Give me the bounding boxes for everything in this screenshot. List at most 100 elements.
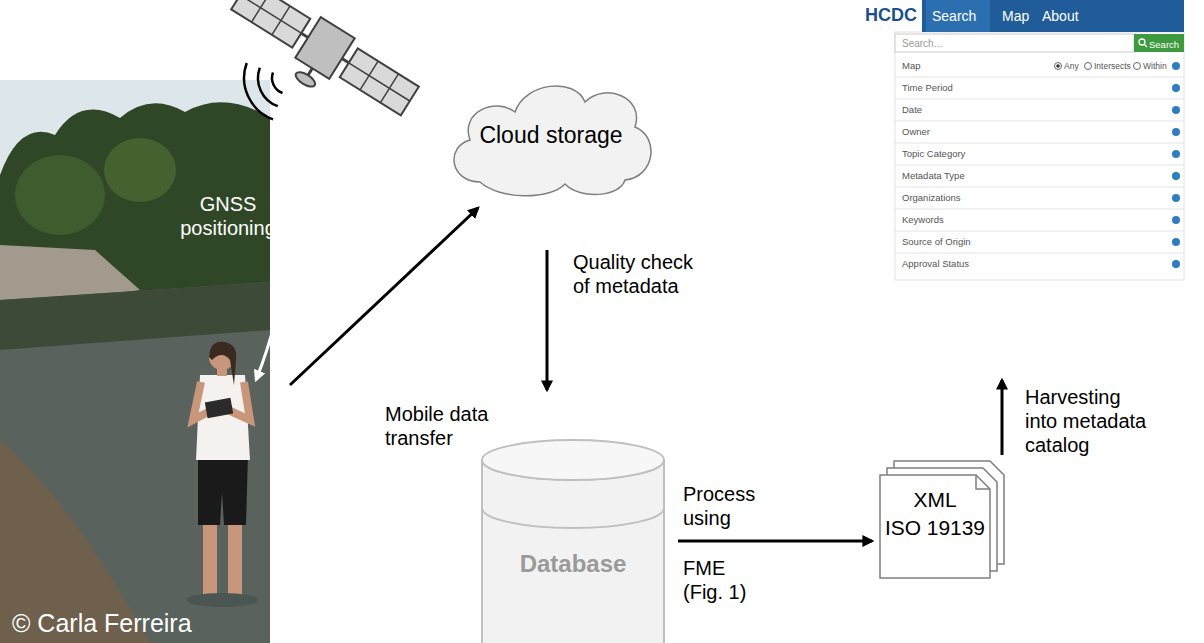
search-panel [895, 32, 1184, 280]
antenna-dish [293, 69, 317, 89]
row-separator [895, 77, 1184, 78]
filter-row: Date [902, 104, 922, 115]
gear-icons [1172, 62, 1180, 268]
radio-button [1055, 63, 1062, 70]
nav-tab: Map [1002, 8, 1029, 25]
filter-row: Metadata Type [902, 170, 965, 181]
logo-text: HCDC [865, 5, 917, 27]
flow-arrow [678, 540, 872, 543]
tree-crown [15, 155, 105, 235]
filter-row: Source of Origin [902, 236, 971, 247]
person-shorts [198, 455, 248, 525]
photo-credit: © Carla Ferreira [12, 608, 192, 638]
row-separator [895, 231, 1184, 232]
catalog-screenshot-chrome [862, 0, 1184, 280]
water-ripple [186, 593, 258, 607]
satellite-body [295, 17, 354, 79]
filter-row: Approval Status [902, 258, 969, 269]
cylinder-top [482, 440, 664, 480]
person-arm [228, 382, 250, 420]
field-photo [0, 80, 270, 643]
row-separator [895, 99, 1184, 100]
sky [0, 80, 270, 643]
person-hair [209, 342, 236, 385]
row-separators [895, 77, 1184, 253]
tablet [205, 398, 233, 418]
signal-arc [244, 63, 273, 119]
panel-grid [340, 48, 419, 115]
filter-row: Owner [902, 126, 930, 137]
filter-row: Map [902, 60, 920, 71]
satellite-icon [218, 0, 423, 137]
row-separator [895, 187, 1184, 188]
document-page [880, 475, 990, 578]
radio-label: Any [1064, 61, 1079, 71]
gear-icon [1172, 150, 1180, 158]
radio-label: Within [1143, 61, 1167, 71]
row-separator [895, 121, 1184, 122]
gear-icon [1172, 216, 1180, 224]
flow-arrow [546, 250, 549, 390]
nav-tab: About [1042, 8, 1079, 25]
filter-row: Keywords [902, 214, 944, 225]
input-placeholder: Search... [902, 38, 942, 50]
field-photo-panel: © Carla Ferreira [0, 80, 270, 643]
gear-icon [1172, 106, 1180, 114]
gear-icon [1172, 260, 1180, 268]
node-title: XML [880, 487, 990, 512]
gear-icon [1172, 172, 1180, 180]
node-title: Database [480, 550, 666, 579]
search-input [895, 34, 1134, 52]
edge-label: Quality check of metadata [573, 250, 705, 298]
filter-row: Topic Category [902, 148, 965, 159]
flow-arrow [1001, 380, 1004, 455]
gear-icon [1172, 238, 1180, 246]
button-text: Search [1149, 39, 1179, 50]
row-separator [895, 165, 1184, 166]
edge-label: Harvesting into metadata catalog [1025, 385, 1157, 457]
filter-row: Time Period [902, 82, 953, 93]
active-tab [926, 0, 990, 32]
gear-icon [1172, 128, 1180, 136]
row-separator [895, 253, 1184, 254]
magnifier-icon [1144, 44, 1147, 47]
signal-arc [258, 68, 278, 107]
xml-document-stack: XML ISO 19139 [880, 461, 1004, 578]
nav-tab: Search [932, 8, 976, 25]
node-subtitle: ISO 19139 [880, 515, 990, 540]
page-fold [976, 475, 990, 489]
signal-arc [272, 73, 282, 94]
radio-button [1134, 63, 1141, 70]
gear-icon [1172, 194, 1180, 202]
gnss-signal-arrow [256, 132, 289, 380]
panel-grid [231, 0, 310, 48]
header-bar [922, 0, 1184, 32]
node-title: Cloud storage [440, 122, 662, 150]
gear-icon [1172, 62, 1180, 70]
row-separator [895, 209, 1184, 210]
flow-arrow [290, 208, 478, 385]
radio-button [1085, 63, 1092, 70]
tree-crown [104, 138, 176, 202]
radio-dot [1056, 64, 1060, 68]
solar-panel [231, 0, 310, 48]
solar-panel [340, 48, 419, 115]
signal-waves [244, 63, 282, 119]
screen-background [862, 0, 1184, 280]
annotation-label: GNSS positioning [178, 192, 278, 240]
person-leg [203, 515, 217, 603]
edge-label: FME (Fig. 1) [683, 556, 763, 604]
edge-label: Process using [683, 482, 773, 530]
search-button [1134, 34, 1184, 52]
catalog-screenshot: HCDCSearchMapAboutSearch...SearchMapAnyI… [862, 0, 1184, 280]
database-cylinder: Database [480, 438, 666, 643]
cylinder-band [482, 508, 664, 528]
filter-row: Organizations [902, 192, 961, 203]
gear-icon [1172, 84, 1180, 92]
tree-reflection [0, 282, 270, 350]
cloud-node: Cloud storage [440, 72, 662, 200]
row-separator [895, 143, 1184, 144]
cyl-outline [480, 438, 666, 643]
edge-label: Mobile data transfer [385, 402, 510, 450]
